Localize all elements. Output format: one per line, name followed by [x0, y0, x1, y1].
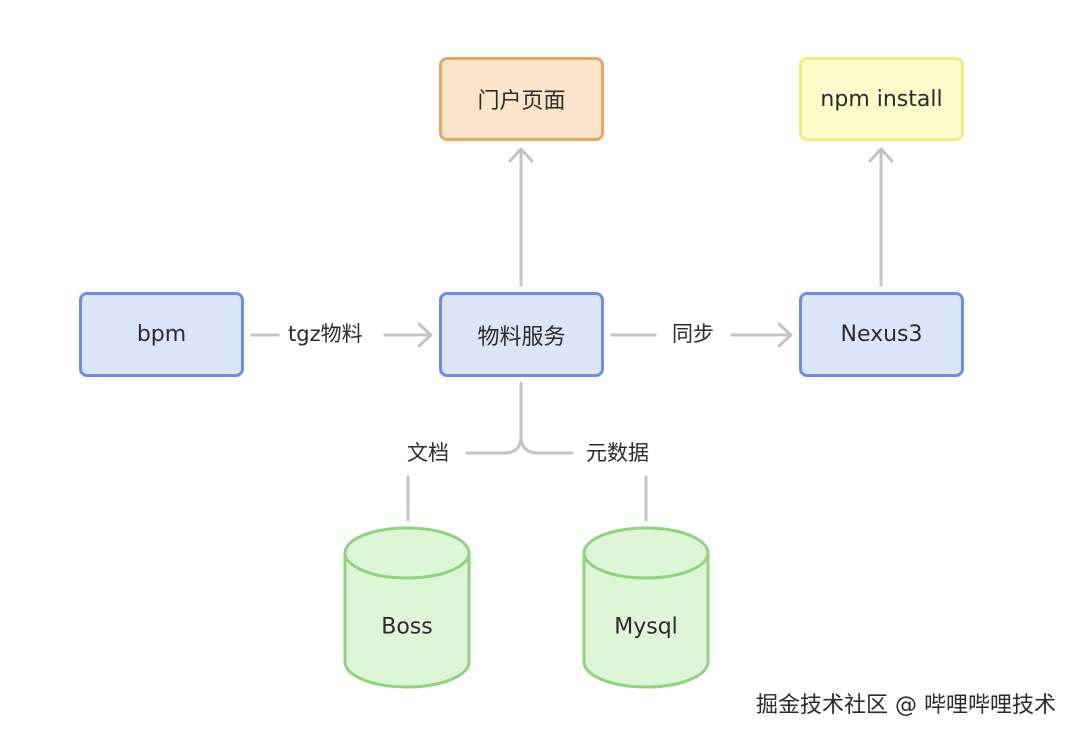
material-service-node: 物料服务 — [439, 292, 604, 377]
arrowhead-to-service — [417, 322, 433, 348]
boss-label: Boss — [381, 614, 433, 640]
edge-label-docs: 文档 — [407, 441, 449, 465]
edge-label-sync: 同步 — [672, 322, 714, 346]
edge-label-metadata: 元数据 — [586, 441, 649, 465]
nexus-node: Nexus3 — [799, 292, 964, 377]
boss-cylinder — [343, 526, 471, 689]
nexus-label: Nexus3 — [840, 322, 923, 347]
mysql-cylinder — [582, 526, 710, 689]
edge-label-tgz: tgz物料 — [288, 322, 363, 346]
brace-left — [465, 434, 523, 455]
bpm-label: bpm — [136, 322, 187, 347]
arrowhead-to-nexus — [777, 322, 793, 348]
mysql-label: Mysql — [614, 614, 678, 640]
bpm-node: bpm — [79, 292, 244, 377]
arrowhead-to-portal — [508, 147, 534, 163]
material-service-label: 物料服务 — [477, 324, 566, 350]
watermark-text: 掘金技术社区 @ 哔哩哔哩技术 — [756, 693, 1056, 718]
portal-node: 门户页面 — [439, 57, 604, 141]
portal-label: 门户页面 — [477, 89, 566, 114]
brace-right — [519, 434, 574, 455]
npm-install-node: npm install — [799, 57, 964, 141]
arrowhead-to-npm — [868, 147, 894, 163]
npm-install-label: npm install — [820, 86, 943, 112]
